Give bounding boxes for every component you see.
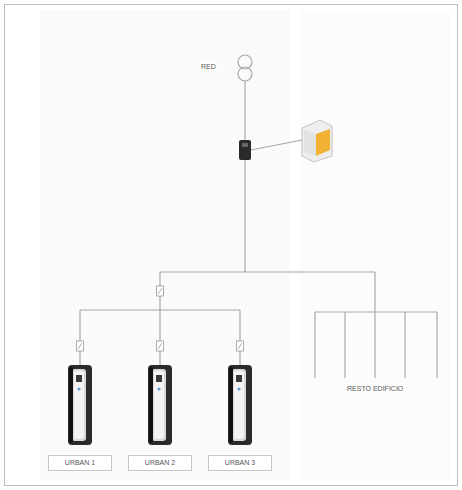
- charger-name: URBAN 2: [145, 459, 175, 467]
- grid-label: RED: [200, 63, 217, 71]
- charger-name: URBAN 3: [225, 459, 255, 467]
- charger-label-box: URBAN 3: [208, 455, 272, 471]
- building-label: RESTO EDIFICIO: [346, 385, 404, 393]
- charger-name: URBAN 1: [65, 459, 95, 467]
- charger-label-box: URBAN 2: [128, 455, 192, 471]
- charger-label-box: URBAN 1: [48, 455, 112, 471]
